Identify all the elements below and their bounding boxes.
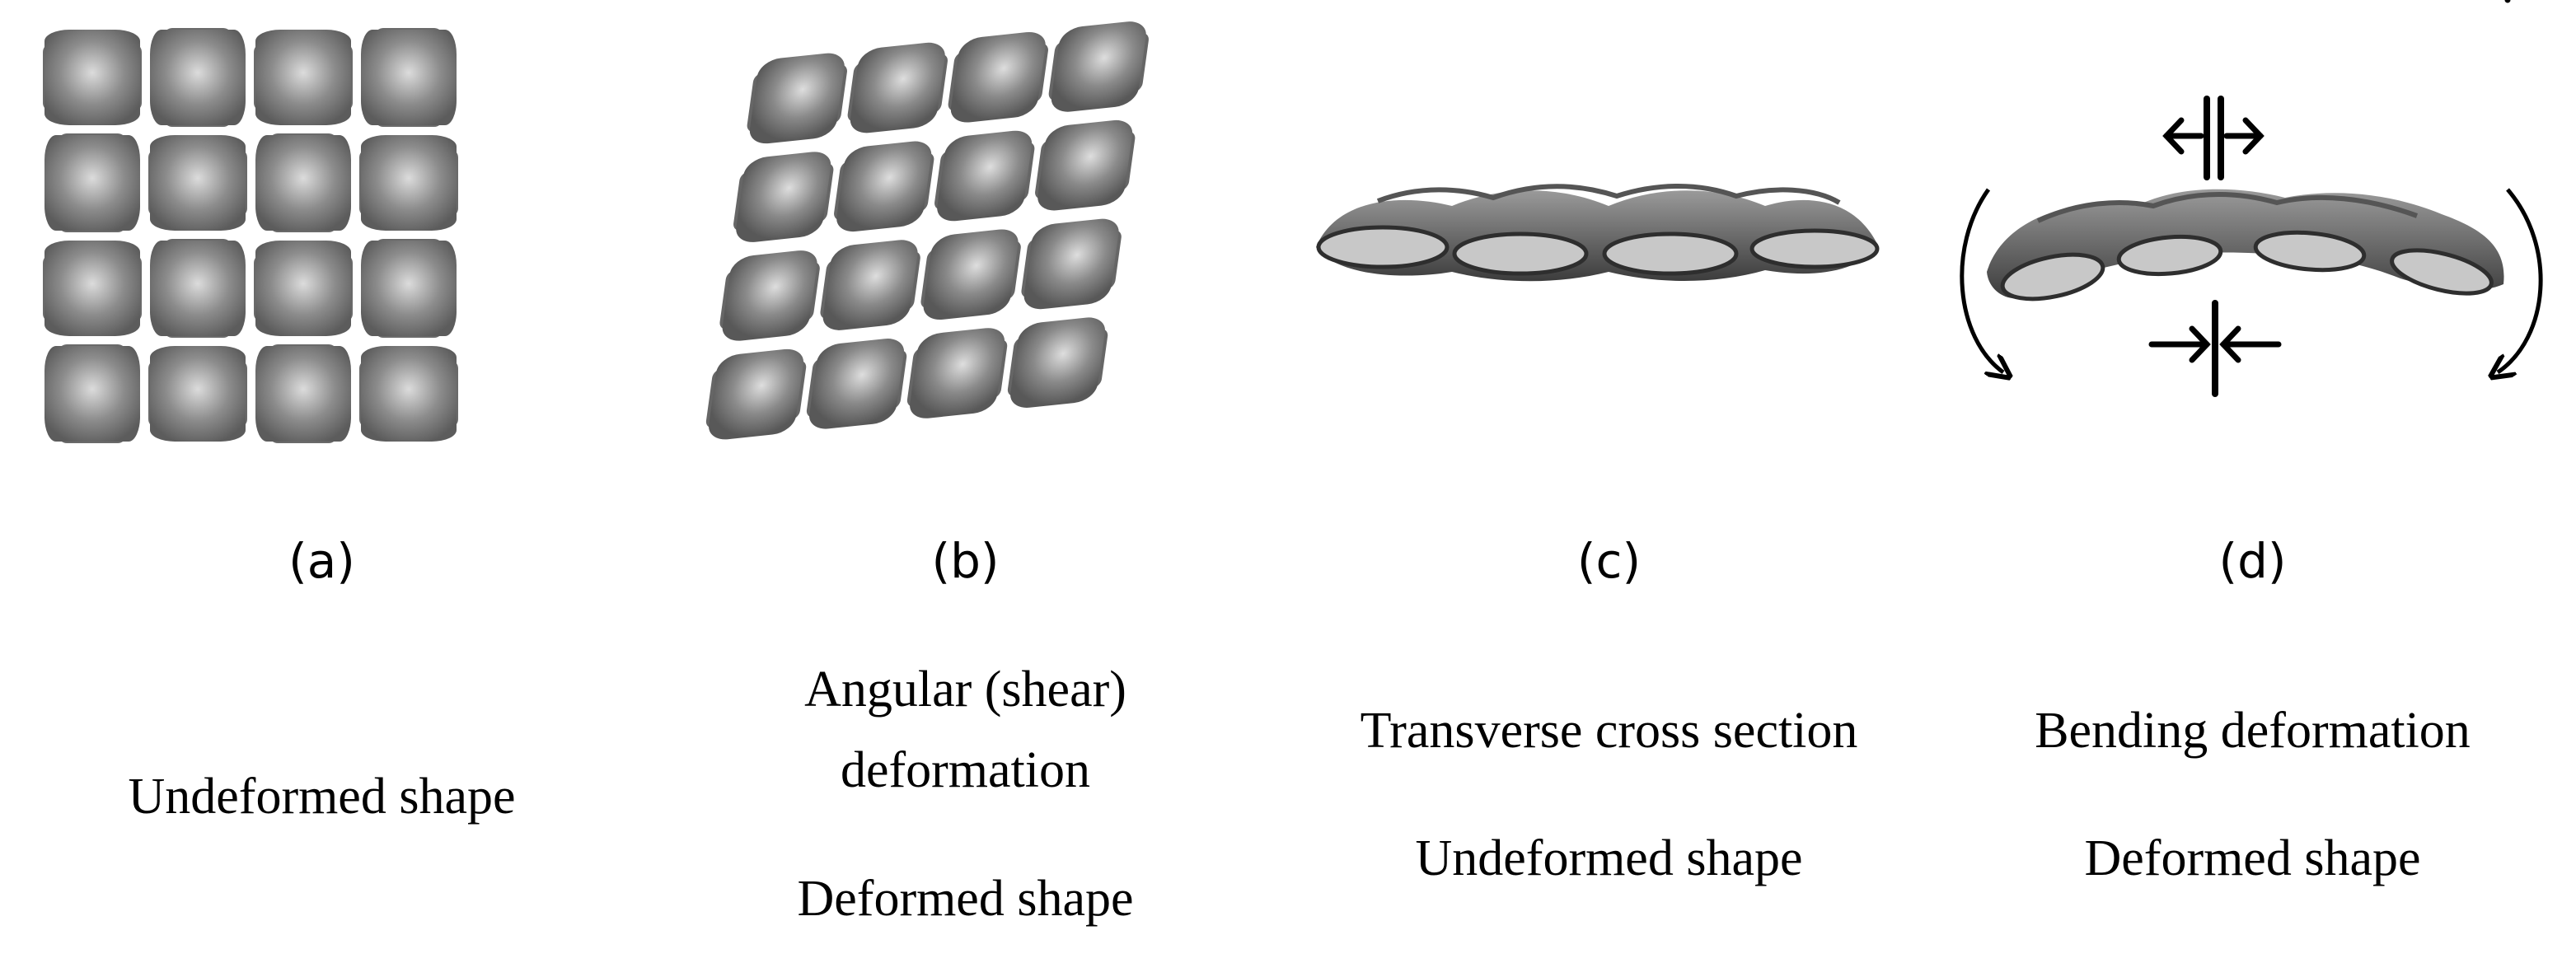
yarn-crossover (948, 31, 1048, 123)
yarn-crossover (150, 239, 246, 338)
yarn-crossover (834, 141, 934, 232)
panel-label: (a) (288, 533, 355, 589)
panel-label: (c) (1576, 533, 1642, 589)
yarn-crossover (719, 250, 820, 341)
left-bending-moment-icon (1960, 188, 2003, 372)
caption-line-2: deformation (840, 742, 1090, 798)
yarn-crossover (806, 339, 907, 429)
panel-label: (b) (931, 533, 1000, 589)
caption-line-1: Transverse cross section (1360, 703, 1858, 759)
caption-line-1: Undeformed shape (128, 769, 516, 825)
yarn-crossover (747, 53, 847, 144)
panel-c: (c) Transverse cross section Undeformed … (1287, 0, 1931, 963)
fabric-cross-section (1316, 184, 1880, 282)
yarn-crossover (254, 241, 353, 336)
yarn-crossover (255, 344, 351, 443)
caption-line-2: Undeformed shape (1415, 830, 1803, 886)
yarn-crossover (705, 348, 807, 440)
yarn-crossover (1007, 317, 1108, 408)
yarn-crossover (934, 130, 1035, 222)
panel-label: (d) (2218, 533, 2287, 589)
yarn-crossover (820, 240, 920, 330)
weave-grid (705, 21, 1149, 440)
sheared-weave-figure (705, 21, 1149, 440)
yarn-crossover (150, 28, 246, 127)
caption-line-2: Deformed shape (2084, 830, 2421, 886)
yarn-crossover (44, 133, 140, 232)
panel-d: (d) Bending deformation Deformed shape (1931, 0, 2574, 963)
yarn-crossover (148, 135, 247, 231)
panel-a: (a) Undeformed shape (0, 0, 644, 963)
bent-fabric-section (1987, 189, 2504, 302)
caption-line-1: Bending deformation (2035, 703, 2471, 759)
yarn-crossover (920, 229, 1021, 320)
panel-b: (b) Angular (shear) deformation Deformed… (644, 0, 1287, 963)
yarn-crossover (847, 42, 948, 133)
yarn-crossover (361, 239, 457, 338)
cross-section-figure (1316, 184, 1880, 282)
yarn-crossover (43, 241, 142, 336)
caption-line-1: Angular (shear) (804, 661, 1126, 718)
caption-line-3: Deformed shape (797, 871, 1134, 927)
yarn-crossover (254, 30, 353, 125)
yarn-crossover (43, 30, 142, 125)
weave-grid (43, 28, 458, 443)
yarn-crossover (44, 344, 140, 443)
yarn-crossover (361, 28, 457, 127)
yarn-crossover (1048, 21, 1149, 112)
yarn-crossover (359, 135, 458, 231)
yarn-crossover (148, 346, 247, 442)
undeformed-weave-figure (43, 28, 458, 443)
yarn-crossover (906, 328, 1008, 418)
bending-figure (1960, 0, 2543, 397)
yarn-crossover (1035, 119, 1136, 211)
right-bending-moment-icon (2498, 188, 2543, 372)
yarn-crossover (255, 133, 351, 232)
yarn-crossover (1021, 218, 1122, 310)
tension-arrows-icon (2162, 0, 2511, 180)
compression-arrows-icon (2148, 300, 2282, 397)
yarn-crossover (733, 152, 834, 242)
yarn-crossover (359, 346, 458, 442)
